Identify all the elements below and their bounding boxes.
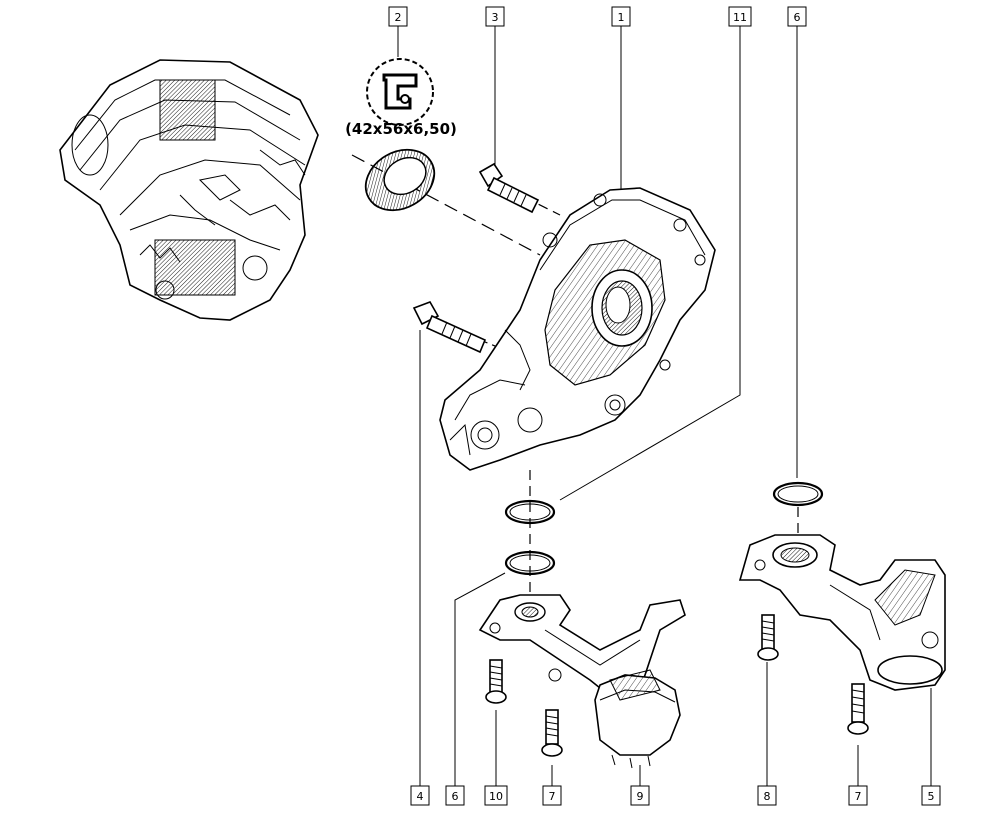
callout-label: 11 [733,11,747,24]
lip-seal [364,148,436,212]
seal-profile-detail [366,58,434,126]
bolt-8 [757,614,779,661]
callout-label: 2 [395,11,402,24]
oil-strainer-9 [594,669,681,769]
callout-label: 6 [452,790,459,803]
bolt-10 [485,659,507,704]
callout-box-2: 2 [388,6,408,27]
bolt-3 [478,162,540,214]
callout-label: 3 [492,11,499,24]
bolt-7-right [847,683,869,735]
callout-label: 1 [618,11,625,24]
callout-box-1: 1 [611,6,631,27]
callout-label: 7 [855,790,862,803]
oil-pickup-assembly-right [738,534,946,691]
callout-box-9: 9 [630,785,650,806]
bolt-4 [412,301,487,354]
o-ring-6-right [772,481,824,507]
bolt-7-left [541,709,563,757]
callout-box-4: 4 [410,785,430,806]
engine-illustration [59,59,319,321]
callout-label: 10 [489,790,503,803]
callout-label: 7 [549,790,556,803]
callout-box-6-bottom: 6 [445,785,465,806]
callout-box-11: 11 [728,6,752,27]
seal-size-label: (42x56x6,50) [345,120,457,138]
callout-box-7-left: 7 [542,785,562,806]
callout-box-10: 10 [484,785,508,806]
callout-box-8: 8 [757,785,777,806]
o-ring-11 [504,499,556,525]
callout-label: 6 [794,11,801,24]
callout-label: 5 [928,790,935,803]
callout-label: 8 [764,790,771,803]
callout-box-6-top: 6 [787,6,807,27]
callout-label: 9 [637,790,644,803]
callout-label: 4 [417,790,424,803]
callout-box-5: 5 [921,785,941,806]
oil-pump-body [439,187,716,471]
o-ring-6-left [504,550,556,576]
callout-box-7-right: 7 [848,785,868,806]
callout-box-3: 3 [485,6,505,27]
